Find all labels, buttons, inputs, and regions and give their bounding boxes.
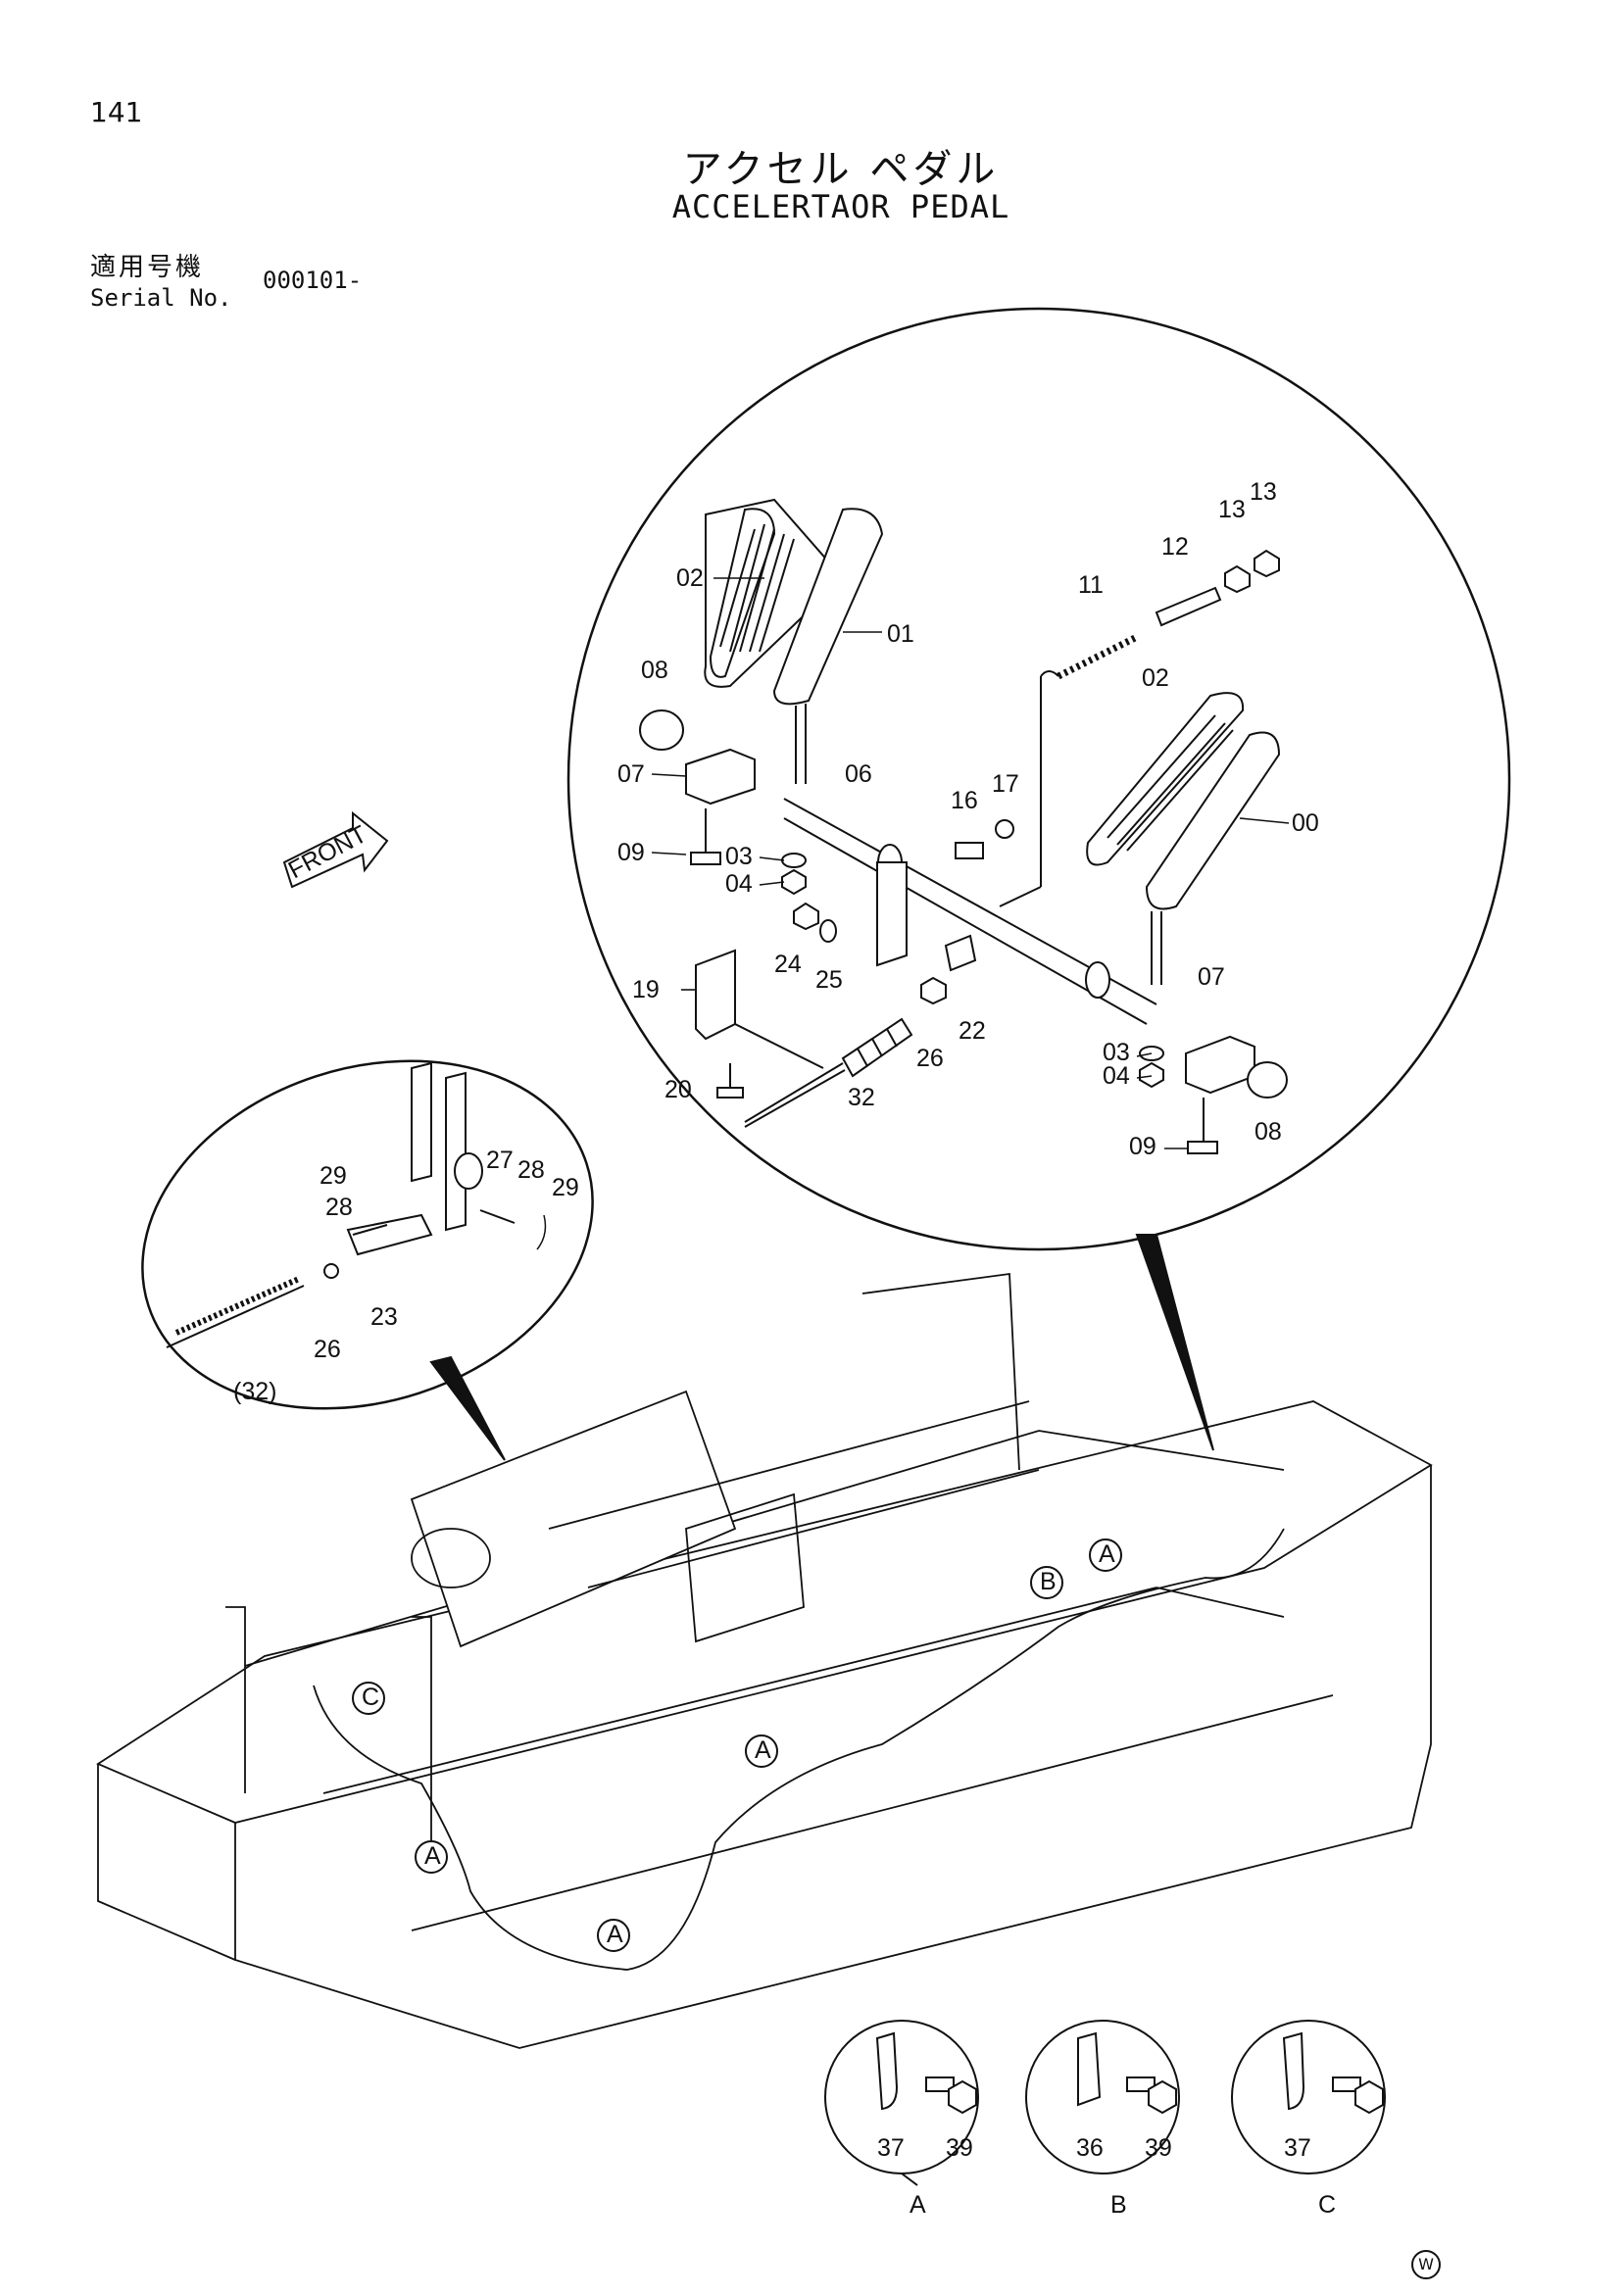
marker-a-2: A: [607, 1921, 623, 1948]
detail-inset-c: 37 C: [1231, 2020, 1386, 2219]
detail-a-part-39: 39: [946, 2134, 973, 2162]
callout-06: 06: [845, 760, 872, 788]
left-callout-27: 27: [486, 1147, 514, 1174]
detail-c-part-37: 37: [1284, 2134, 1311, 2162]
callout-26: 26: [916, 1045, 944, 1072]
watermark-badge: W: [1411, 2250, 1441, 2279]
pedal-pad-02-upper: [704, 498, 845, 688]
left-callout-28-a: 28: [325, 1194, 353, 1221]
callout-32: 32: [848, 1084, 875, 1111]
left-callout-26: 26: [314, 1336, 341, 1363]
callout-02-lower: 02: [1142, 664, 1169, 692]
cable-32: [744, 1017, 913, 1128]
machine-frame: [96, 1272, 1433, 2049]
detail-b-part-39: 39: [1145, 2134, 1172, 2162]
shaft-06: [783, 798, 1157, 1025]
bracket-07-left: [639, 709, 756, 865]
callout-19: 19: [632, 976, 660, 1003]
callout-22: 22: [959, 1017, 986, 1045]
serial-number-value: 000101-: [263, 267, 363, 294]
marker-b: B: [1040, 1568, 1057, 1595]
serial-label-english: Serial No.: [90, 284, 232, 312]
left-callout-23: 23: [370, 1303, 398, 1331]
callout-00: 00: [1292, 809, 1319, 837]
callout-13-b: 13: [1250, 478, 1277, 506]
callout-08-left: 08: [641, 657, 668, 684]
callout-09-right: 09: [1129, 1133, 1156, 1160]
left-callout-28-b: 28: [517, 1156, 545, 1184]
serial-label-japanese: 適用号機: [90, 253, 205, 282]
callout-16: 16: [951, 787, 978, 814]
callout-04-left: 04: [725, 870, 753, 898]
cable-markers: A A A A B C: [352, 1539, 1122, 1952]
callout-08-right: 08: [1254, 1118, 1282, 1146]
detail-c-letter: C: [1318, 2191, 1336, 2219]
spring-11: [999, 633, 1139, 907]
rod-12: [1155, 549, 1280, 627]
left-callout-32: (32): [233, 1378, 276, 1405]
callout-02-upper: 02: [676, 564, 704, 592]
marker-a-4: A: [1099, 1540, 1115, 1568]
callout-13-a: 13: [1218, 496, 1246, 523]
front-arrow-icon: FRONT: [282, 810, 389, 889]
main-detail-circle: 00 01 02 02 03 03 04 04 06 07 07 08 08 0…: [566, 307, 1511, 1451]
left-callout-29-a: 29: [320, 1162, 347, 1190]
bolt-16: [955, 819, 1014, 859]
callout-24: 24: [774, 951, 802, 978]
title-japanese: アクセル ペダル: [682, 147, 1000, 192]
callout-25: 25: [815, 966, 843, 994]
callout-17: 17: [992, 770, 1019, 798]
detail-b-letter: B: [1110, 2191, 1127, 2219]
pedal-arm-01: [772, 508, 884, 784]
bracket-19: [695, 949, 824, 1099]
detail-a-part-37: 37: [877, 2134, 905, 2162]
callout-12: 12: [1161, 533, 1189, 561]
detail-b-part-36: 36: [1076, 2134, 1104, 2162]
engine-side-detail-oval: 29 28 27 28 29 23 26 (32): [141, 1059, 594, 1461]
callout-09-left: 09: [617, 839, 645, 866]
washer-nut-stack-right: [1139, 1046, 1164, 1089]
detail-a-letter: A: [910, 2191, 926, 2219]
callout-07-right: 07: [1198, 963, 1225, 991]
detail-inset-a: 37 39 A: [824, 2020, 979, 2219]
marker-c: C: [362, 1684, 379, 1711]
marker-a-1: A: [424, 1842, 441, 1870]
pedal-pad-02-lower: [1086, 692, 1245, 866]
callout-01: 01: [887, 620, 914, 648]
callout-03-right: 03: [1103, 1039, 1130, 1066]
callout-20: 20: [664, 1076, 692, 1103]
left-callout-29-b: 29: [552, 1174, 579, 1201]
callout-11: 11: [1078, 571, 1104, 599]
page-number: 141: [90, 96, 143, 128]
marker-a-3: A: [755, 1736, 771, 1764]
callout-03-left: 03: [725, 843, 753, 870]
callout-04-right: 04: [1103, 1062, 1130, 1090]
nuts-24-25-22-26: [793, 902, 977, 1005]
title-english: ACCELERTAOR PEDAL: [671, 188, 1010, 225]
detail-inset-b: 36 39 B: [1025, 2020, 1180, 2219]
callout-07-left: 07: [617, 760, 645, 788]
bracket-07-right: [1185, 1035, 1288, 1154]
pedal-arm-00: [1145, 731, 1281, 985]
